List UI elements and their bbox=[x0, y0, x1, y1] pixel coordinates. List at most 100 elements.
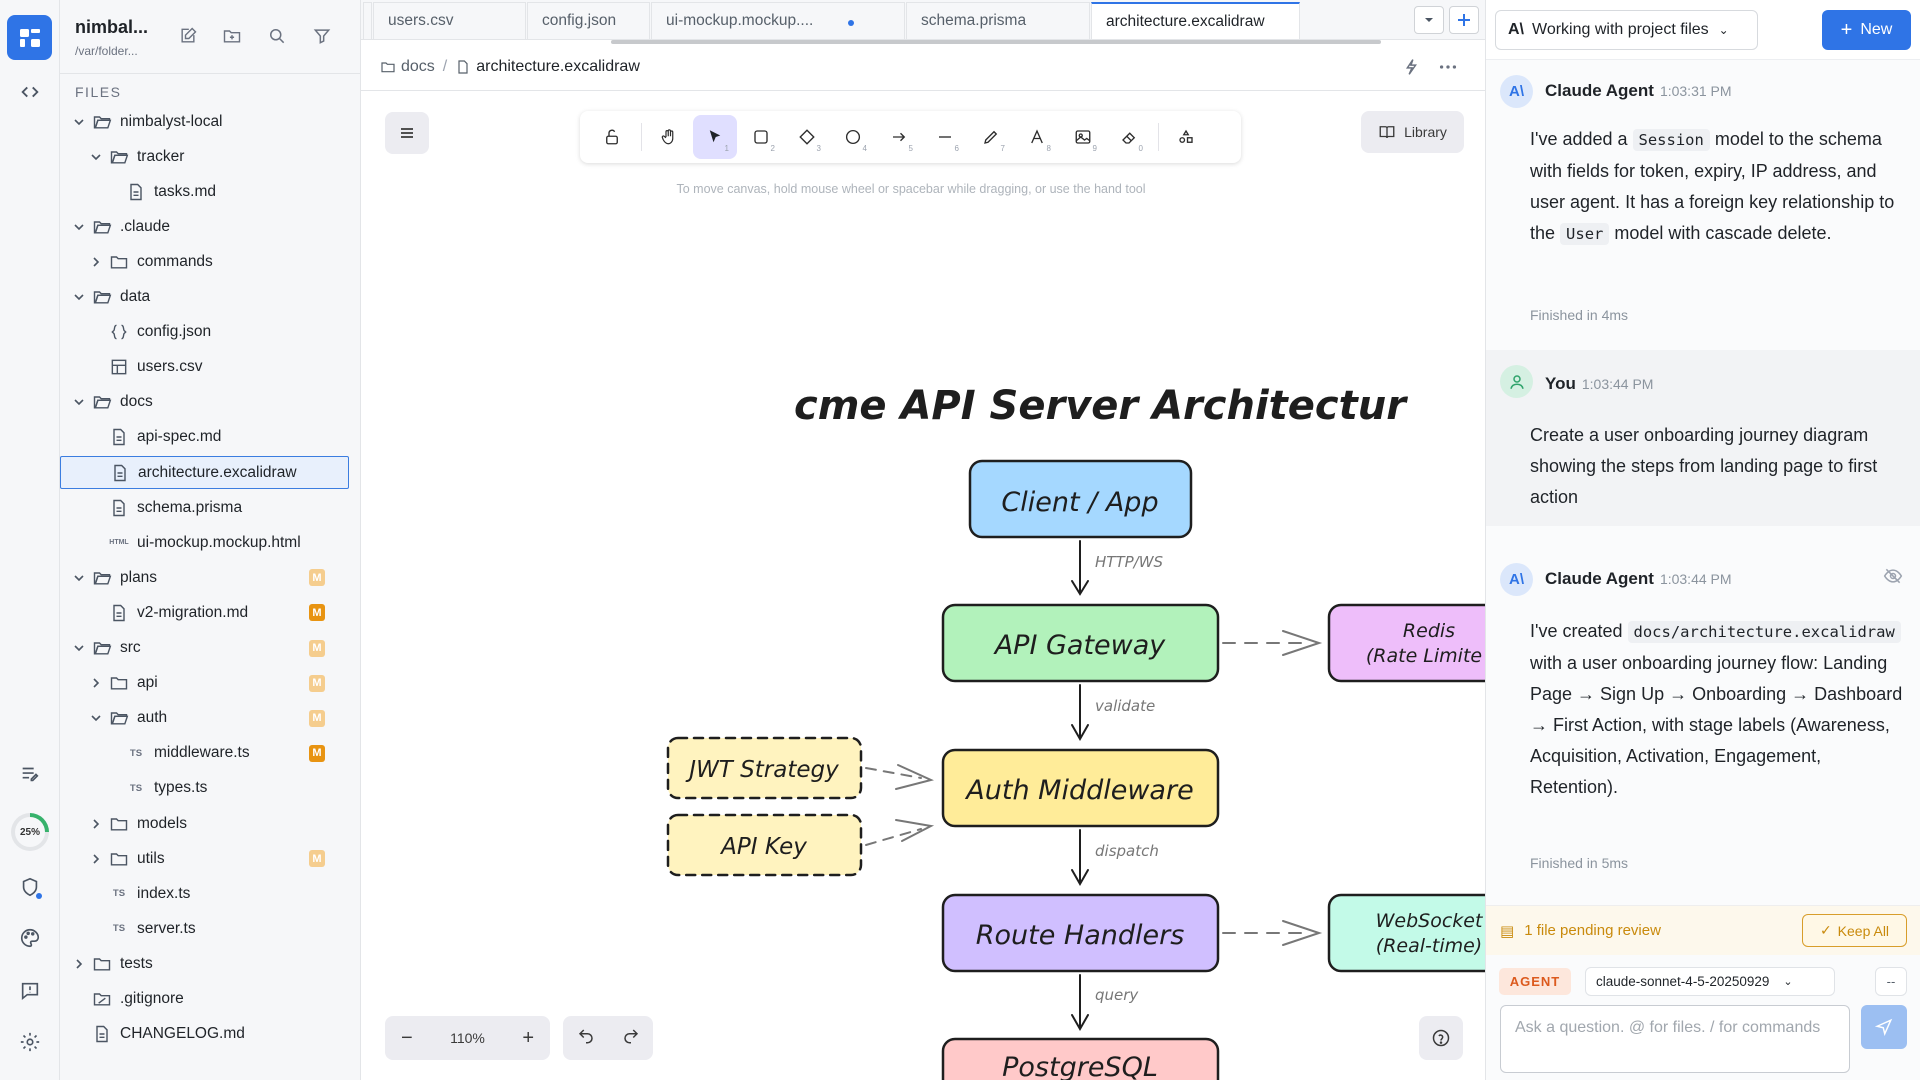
help-icon[interactable] bbox=[1419, 1016, 1463, 1060]
new-folder-icon[interactable] bbox=[222, 26, 246, 50]
client-node[interactable] bbox=[968, 459, 1193, 539]
image-tool-icon[interactable]: 9 bbox=[1061, 115, 1105, 159]
tree-item[interactable]: commands bbox=[60, 245, 350, 278]
search-icon[interactable] bbox=[267, 26, 291, 50]
chevron-down-icon[interactable] bbox=[72, 220, 86, 234]
new-tab-plus-icon[interactable] bbox=[1449, 6, 1479, 34]
redo-icon[interactable] bbox=[622, 1027, 640, 1050]
arrow-tool-icon[interactable]: 5 bbox=[877, 115, 921, 159]
pencil-tool-icon[interactable]: 7 bbox=[969, 115, 1013, 159]
extra-tools-icon[interactable] bbox=[1164, 115, 1208, 159]
palette-icon[interactable] bbox=[16, 924, 44, 952]
tree-item[interactable]: users.csv bbox=[60, 351, 350, 384]
send-button[interactable] bbox=[1861, 1005, 1907, 1049]
chevron-right-icon[interactable] bbox=[89, 676, 103, 690]
zoom-out-button[interactable]: − bbox=[401, 1026, 413, 1049]
code-view-icon[interactable] bbox=[16, 78, 44, 106]
hand-tool-icon[interactable] bbox=[647, 115, 691, 159]
tree-item[interactable]: data bbox=[60, 281, 350, 314]
zoom-level[interactable]: 110% bbox=[450, 1030, 485, 1046]
text-tool-icon[interactable]: 8 bbox=[1015, 115, 1059, 159]
tasks-icon[interactable] bbox=[16, 760, 44, 788]
tree-item[interactable]: api-spec.md bbox=[60, 421, 350, 454]
ask-input[interactable]: Ask a question. @ for files. / for comma… bbox=[1500, 1005, 1850, 1073]
keep-all-button[interactable]: ✓Keep All bbox=[1802, 914, 1907, 947]
tab-ui-mockup[interactable]: ui-mockup.mockup.... bbox=[651, 2, 905, 39]
tree-item[interactable]: tasks.md bbox=[60, 175, 350, 208]
tab-schema-prisma[interactable]: schema.prisma bbox=[906, 2, 1090, 39]
breadcrumb-folder[interactable]: docs bbox=[401, 58, 435, 75]
zoom-in-button[interactable]: + bbox=[522, 1026, 534, 1049]
tree-item[interactable]: CHANGELOG.md bbox=[60, 1018, 350, 1051]
settings-gear-icon[interactable] bbox=[16, 1028, 44, 1056]
new-file-icon[interactable] bbox=[178, 26, 202, 50]
filter-icon[interactable] bbox=[312, 26, 336, 50]
websocket-node[interactable] bbox=[1327, 893, 1485, 973]
hide-eye-icon[interactable] bbox=[1883, 566, 1903, 586]
pending-review-label[interactable]: 1 file pending review bbox=[1524, 922, 1661, 939]
model-select[interactable]: claude-sonnet-4-5-20250929⌄ bbox=[1585, 967, 1835, 996]
app-logo-icon[interactable] bbox=[7, 15, 52, 60]
tree-item[interactable]: .claude bbox=[60, 210, 350, 243]
chevron-down-icon[interactable] bbox=[72, 641, 86, 655]
tab-overflow-left[interactable] bbox=[363, 2, 372, 39]
chevron-right-icon[interactable] bbox=[89, 255, 103, 269]
tab-architecture-excalidraw[interactable]: architecture.excalidraw bbox=[1091, 2, 1300, 39]
chevron-down-icon[interactable] bbox=[72, 290, 86, 304]
tree-item[interactable]: config.json bbox=[60, 316, 350, 349]
breadcrumb-file[interactable]: architecture.excalidraw bbox=[476, 58, 640, 75]
chevron-right-icon[interactable] bbox=[72, 957, 86, 971]
eraser-tool-icon[interactable]: 0 bbox=[1107, 115, 1151, 159]
routes-node[interactable] bbox=[941, 893, 1220, 973]
shield-icon[interactable] bbox=[16, 873, 44, 901]
jwt-node[interactable] bbox=[666, 736, 863, 800]
tree-item[interactable]: tests bbox=[60, 947, 350, 980]
project-mode-dropdown[interactable]: A\ Working with project files ⌄ bbox=[1495, 10, 1758, 50]
apikey-node[interactable] bbox=[666, 813, 863, 877]
chevron-right-icon[interactable] bbox=[89, 817, 103, 831]
gateway-node[interactable] bbox=[941, 603, 1220, 683]
auth-node[interactable] bbox=[941, 748, 1220, 828]
feedback-icon[interactable] bbox=[16, 977, 44, 1005]
tree-item[interactable]: tracker bbox=[60, 140, 350, 173]
tree-item[interactable]: models bbox=[60, 807, 350, 840]
new-session-button[interactable]: + New bbox=[1822, 10, 1911, 50]
line-tool-icon[interactable]: 6 bbox=[923, 115, 967, 159]
redis-node[interactable] bbox=[1327, 603, 1485, 683]
excalidraw-canvas[interactable]: 1 2 3 4 5 6 7 8 9 0 Library To move canv… bbox=[361, 91, 1485, 1080]
architecture-diagram[interactable]: cme API Server Architectur Client / App … bbox=[361, 91, 1485, 1080]
chevron-right-icon[interactable] bbox=[89, 852, 103, 866]
selection-tool-icon[interactable]: 1 bbox=[693, 115, 737, 159]
usage-progress-ring[interactable]: 25% bbox=[11, 813, 49, 851]
rectangle-tool-icon[interactable]: 2 bbox=[739, 115, 783, 159]
chevron-down-icon[interactable] bbox=[89, 150, 103, 164]
tree-item[interactable]: docs bbox=[60, 386, 350, 419]
tab-scrollbar[interactable] bbox=[611, 40, 1381, 44]
ellipse-tool-icon[interactable]: 4 bbox=[831, 115, 875, 159]
chevron-down-icon[interactable] bbox=[72, 115, 86, 129]
postgres-node[interactable] bbox=[941, 1037, 1220, 1080]
library-button[interactable]: Library bbox=[1361, 111, 1464, 153]
tree-item[interactable]: nimbalyst-local bbox=[60, 105, 350, 138]
chevron-down-icon[interactable] bbox=[72, 571, 86, 585]
more-options-icon[interactable] bbox=[1437, 56, 1459, 78]
tree-item[interactable]: .gitignore bbox=[60, 983, 350, 1016]
tab-list-dropdown-icon[interactable] bbox=[1414, 6, 1444, 34]
diamond-tool-icon[interactable]: 3 bbox=[785, 115, 829, 159]
tab-config-json[interactable]: config.json bbox=[527, 2, 650, 39]
lock-icon[interactable] bbox=[590, 115, 634, 159]
undo-icon[interactable] bbox=[577, 1027, 595, 1050]
tab-users-csv[interactable]: users.csv bbox=[373, 2, 526, 39]
chevron-down-icon[interactable] bbox=[89, 711, 103, 725]
